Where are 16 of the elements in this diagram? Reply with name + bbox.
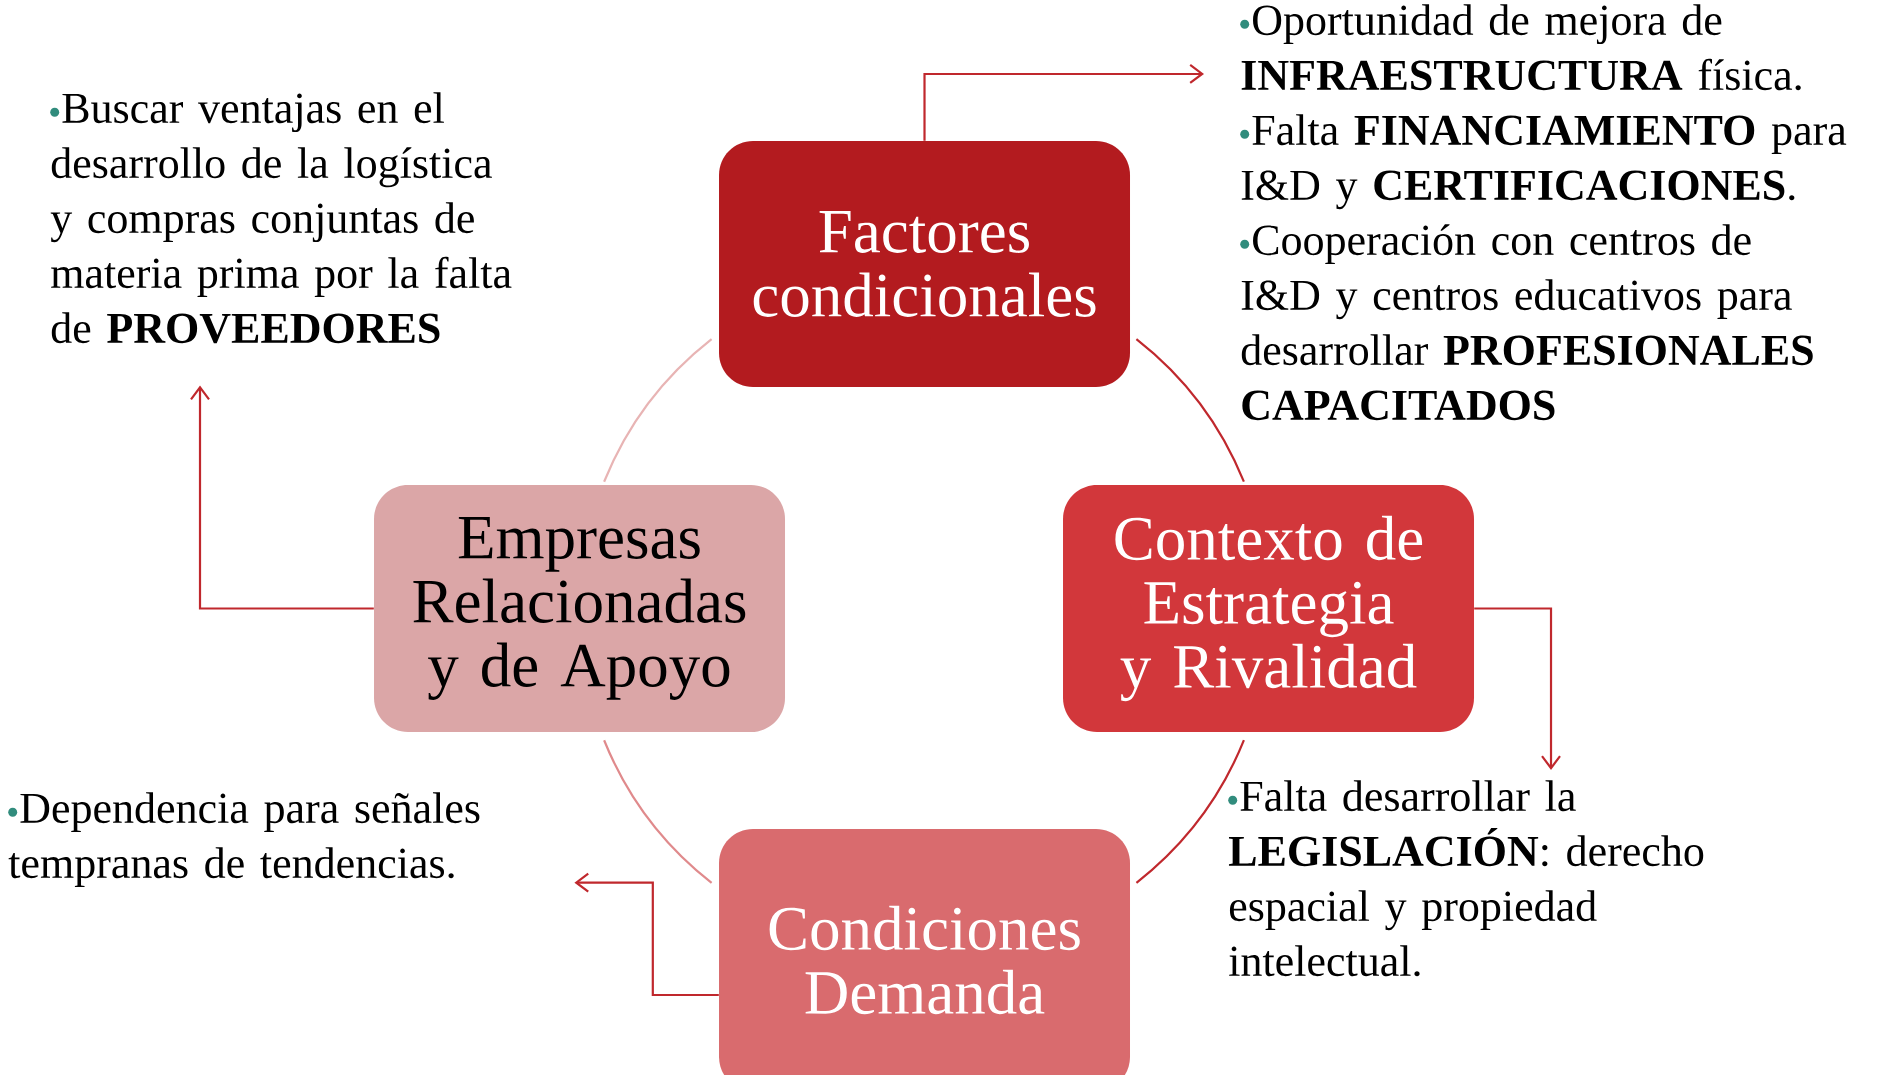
bullet-text: Falta desarrollar la LEGISLACIÓN: derecho espacial y propiedad intelectual. [1228, 780, 1704, 977]
factor-box: Empresas Relacionadas y de Apoyo [374, 485, 785, 732]
bullet-text: Oportunidad de mejora de INFRAESTRUCTURA física. Falta FINANCIAMIENTO para I&D y CERTIFICACIONES. Cooperación con centros de I&D y centros educativos para desarrollar PROFESIONALES CAPACITADOS [1240, 4, 1847, 421]
factor-box: Factores condicionales [719, 141, 1130, 387]
factor-box: Condiciones Demanda [719, 829, 1130, 1075]
elbow-arrow [923, 64, 1204, 141]
connector-arc [603, 338, 713, 483]
elbow-arrow [574, 872, 719, 997]
bullet-text: Buscar ventajas en el desarrollo de la logística y compras conjuntas de materia prima por la falta de PROVEEDORES [50, 92, 512, 344]
elbow-arrow [190, 385, 374, 610]
connector-arc [1135, 338, 1245, 483]
connector-arc [603, 739, 713, 884]
elbow-arrow [1474, 607, 1561, 770]
factor-box: Contexto de Estrategia y Rivalidad [1063, 485, 1474, 732]
connector-arc [1135, 739, 1245, 884]
bullet-text: Dependencia para señales tempranas de tendencias. [8, 792, 480, 888]
